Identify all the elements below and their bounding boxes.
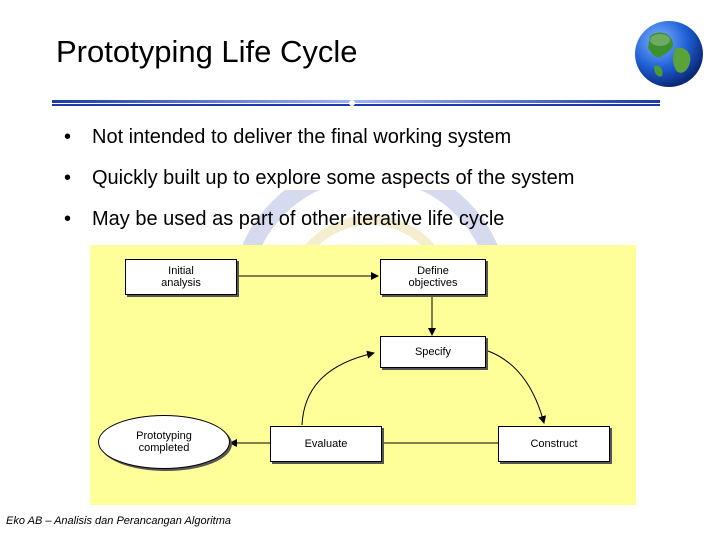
node-define-objectives: Define objectives xyxy=(380,259,486,295)
bullet-item: •May be used as part of other iterative … xyxy=(64,208,505,230)
slide-footer: Eko AB – Analisis dan Perancangan Algori… xyxy=(6,515,232,527)
bullet-item: •Not intended to deliver the final worki… xyxy=(64,126,512,148)
title-divider xyxy=(52,100,660,106)
node-evaluate: Evaluate xyxy=(270,426,382,462)
bullet-list: •Not intended to deliver the final worki… xyxy=(64,120,574,243)
node-prototyping-completed: Prototyping completed xyxy=(98,415,230,469)
node-initial-analysis: Initial analysis xyxy=(125,259,237,295)
slide-title: Prototyping Life Cycle xyxy=(56,34,358,69)
arrow-evaluate-to-specify xyxy=(301,350,375,426)
bullet-item: •Quickly built up to explore some aspect… xyxy=(64,167,575,189)
globe-icon xyxy=(635,21,703,87)
node-construct: Construct xyxy=(498,426,610,462)
prototyping-cycle-diagram: Initial analysis Define objectives Speci… xyxy=(90,245,636,505)
arrow-specify-to-construct xyxy=(487,350,547,424)
node-specify: Specify xyxy=(380,336,486,368)
